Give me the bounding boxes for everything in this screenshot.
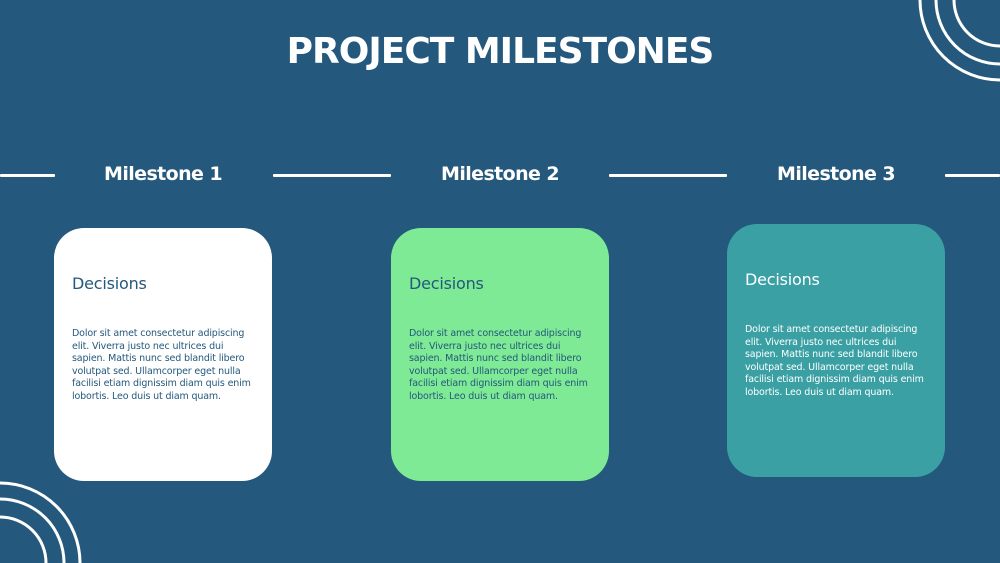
- timeline-line-2-3: [609, 174, 727, 177]
- page-title: PROJECT MILESTONES: [286, 31, 715, 72]
- milestone-2-label: Milestone 2: [441, 163, 560, 185]
- milestone-1-card: Decisions Dolor sit amet consectetur adi…: [54, 228, 272, 481]
- milestone-3-description: Dolor sit amet consectetur adipiscing el…: [745, 324, 924, 398]
- milestone-2-heading: Decisions: [409, 274, 484, 293]
- milestone-1-heading: Decisions: [72, 274, 147, 293]
- milestone-1-description: Dolor sit amet consectetur adipiscing el…: [72, 328, 251, 402]
- timeline-line-right: [945, 174, 1000, 177]
- timeline-line-1-2: [273, 174, 391, 177]
- arc-decoration-bottom-left: [0, 481, 82, 563]
- milestone-3-card: Decisions Dolor sit amet consectetur adi…: [727, 224, 945, 477]
- milestone-2-card: Decisions Dolor sit amet consectetur adi…: [391, 228, 609, 481]
- milestone-3-heading: Decisions: [745, 270, 820, 289]
- milestone-1-label: Milestone 1: [104, 163, 223, 185]
- milestone-3-label: Milestone 3: [777, 163, 896, 185]
- arc-decoration-top-right: [918, 0, 1000, 82]
- timeline-line-left: [0, 174, 55, 177]
- milestone-2-description: Dolor sit amet consectetur adipiscing el…: [409, 328, 588, 402]
